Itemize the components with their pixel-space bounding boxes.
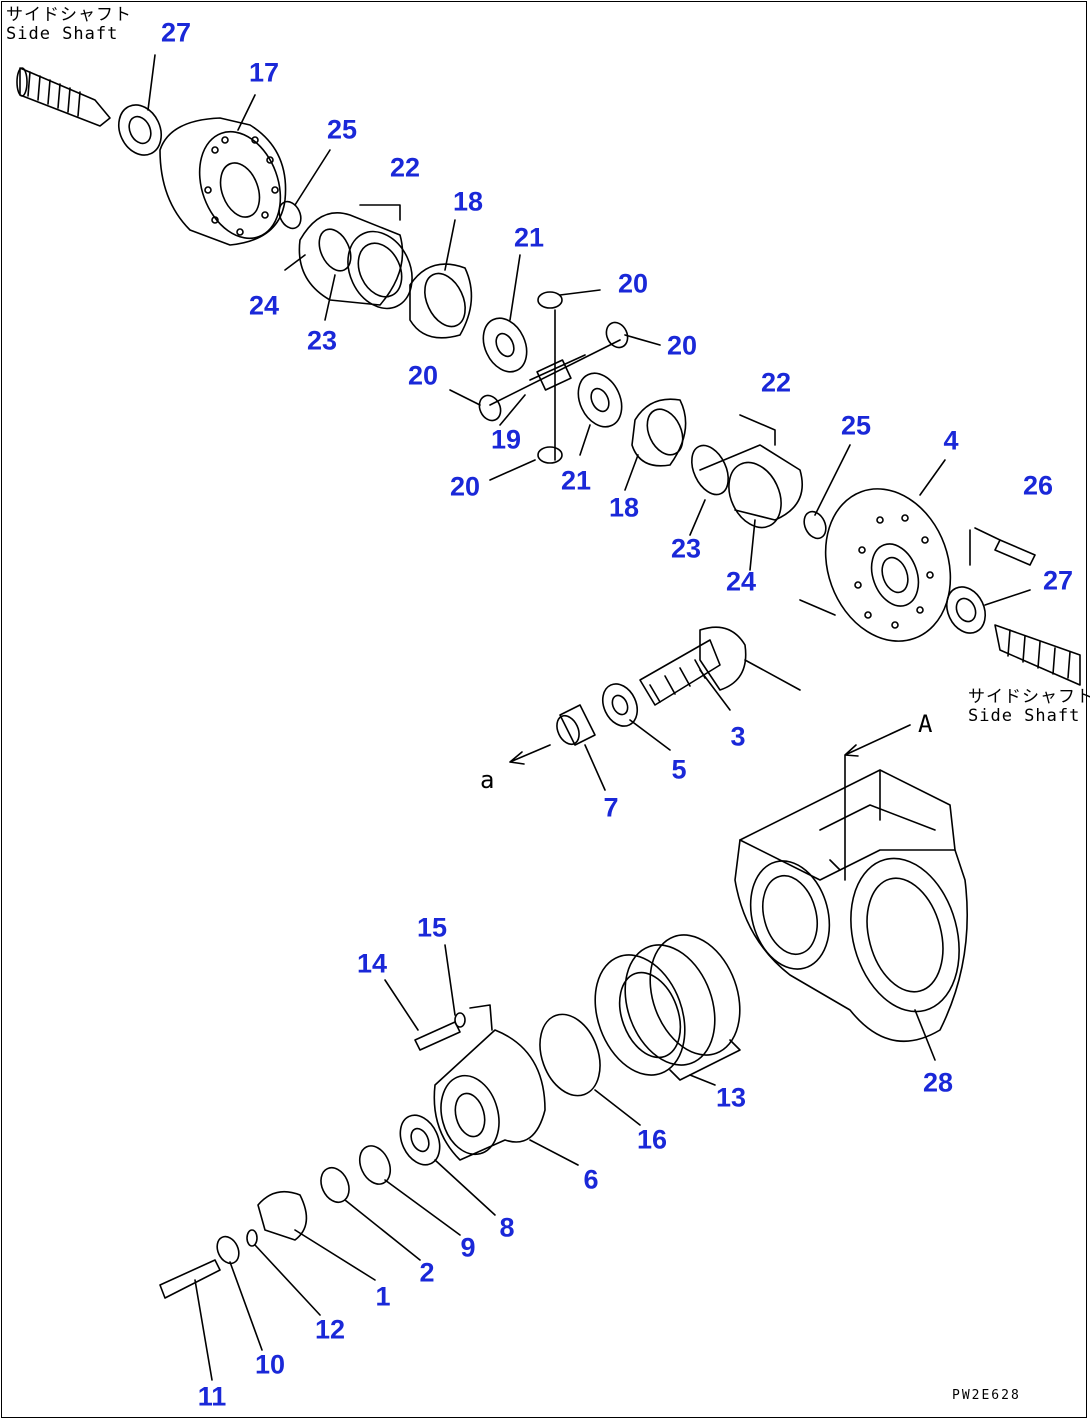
callout-18-lower: 18 <box>608 492 640 523</box>
ring-gear-4 <box>799 488 952 642</box>
callout-6: 6 <box>583 1164 599 1195</box>
bearing-7 <box>556 704 596 746</box>
callout-11: 11 <box>197 1381 227 1412</box>
side-shaft-left <box>16 67 111 127</box>
reference-mark-A: A <box>918 710 933 738</box>
thrust-washer-21-top <box>482 317 528 373</box>
washer-15 <box>454 1012 466 1028</box>
callout-16: 16 <box>636 1124 668 1155</box>
callout-1: 1 <box>375 1281 391 1312</box>
callout-9: 9 <box>460 1232 476 1263</box>
o-ring-12 <box>246 1229 258 1247</box>
callout-21-lower: 21 <box>560 465 592 496</box>
callout-28: 28 <box>922 1067 954 1098</box>
bearing-5 <box>601 683 639 727</box>
drawing-code: PW2E628 <box>952 1388 1021 1403</box>
washer-25-top <box>278 200 302 230</box>
callout-22-lower: 22 <box>760 367 792 398</box>
callout-21-top: 21 <box>513 222 545 253</box>
callout-20-bottom: 20 <box>449 471 481 502</box>
side-gear-18-top <box>409 263 473 339</box>
callout-23-top: 23 <box>306 325 338 356</box>
callout-23-lower: 23 <box>670 533 702 564</box>
washer-25-lower <box>803 510 827 540</box>
callout-2: 2 <box>419 1257 435 1288</box>
callout-20-top: 20 <box>617 268 649 299</box>
bearing-set-lower <box>691 444 804 529</box>
callout-12: 12 <box>314 1314 346 1345</box>
washer-10 <box>216 1235 240 1265</box>
housing-28 <box>734 769 969 1043</box>
arrow-A <box>844 724 911 881</box>
arrow-a <box>509 744 551 765</box>
callout-22-top: 22 <box>389 152 421 183</box>
callout-25-top: 25 <box>326 114 358 145</box>
o-ring-16 <box>539 1013 601 1097</box>
callout-3: 3 <box>730 721 746 752</box>
callout-18-top: 18 <box>452 186 484 217</box>
callout-24-top: 24 <box>248 290 280 321</box>
callout-13: 13 <box>715 1082 747 1113</box>
side-shaft-right-jp: サイドシャフト <box>968 687 1090 707</box>
callout-24-lower: 24 <box>725 566 757 597</box>
callout-15: 15 <box>416 912 448 943</box>
thrust-washer-21-lower <box>577 372 623 428</box>
callout-17: 17 <box>248 57 280 88</box>
pinion-20-bottom <box>537 446 563 464</box>
bolt-14 <box>414 1021 461 1051</box>
side-shaft-right-note: サイドシャフト Side Shaft <box>968 688 1090 725</box>
callout-10: 10 <box>254 1349 286 1380</box>
callout-7: 7 <box>603 792 619 823</box>
side-gear-18-lower <box>631 398 687 467</box>
leader-26 <box>969 527 1001 566</box>
cage-6 <box>433 1029 546 1161</box>
bolt-26 <box>994 539 1036 566</box>
spider-19 <box>489 309 621 461</box>
callout-4: 4 <box>943 425 959 456</box>
callout-25-lower: 25 <box>840 410 872 441</box>
side-shaft-right <box>994 624 1081 686</box>
side-shaft-top-jp: サイドシャフト <box>6 5 132 25</box>
spacer-9 <box>358 1145 392 1185</box>
brake-discs-13 <box>594 934 741 1081</box>
bearing-27-lower <box>945 586 987 634</box>
side-shaft-top-note: サイドシャフト Side Shaft <box>6 6 132 43</box>
seal-2 <box>320 1166 350 1204</box>
bearing-8 <box>399 1114 441 1166</box>
bolt-11 <box>159 1259 221 1299</box>
pinion-shaft-3 <box>639 626 801 706</box>
callout-27-top: 27 <box>160 17 192 48</box>
coupling-1 <box>257 1190 308 1241</box>
reference-mark-a: a <box>480 766 495 794</box>
leader-15 <box>469 1004 493 1031</box>
leader-lines <box>147 54 1031 1381</box>
callout-14: 14 <box>356 948 388 979</box>
callout-20-right: 20 <box>666 330 698 361</box>
pinion-20-left <box>478 394 502 422</box>
side-shaft-top-en: Side Shaft <box>6 23 119 44</box>
callout-26: 26 <box>1022 470 1054 501</box>
callout-20-left: 20 <box>407 360 439 391</box>
bearing-27-top <box>118 104 162 156</box>
callout-19: 19 <box>490 424 522 455</box>
diff-case-17 <box>159 117 287 246</box>
callout-27-lower: 27 <box>1042 565 1074 596</box>
pinion-20-top <box>537 291 563 309</box>
callout-8: 8 <box>499 1212 515 1243</box>
bearing-set-top <box>298 211 413 310</box>
callout-5: 5 <box>671 754 687 785</box>
side-shaft-right-en: Side Shaft <box>968 705 1081 726</box>
pinion-20-right <box>605 321 629 349</box>
